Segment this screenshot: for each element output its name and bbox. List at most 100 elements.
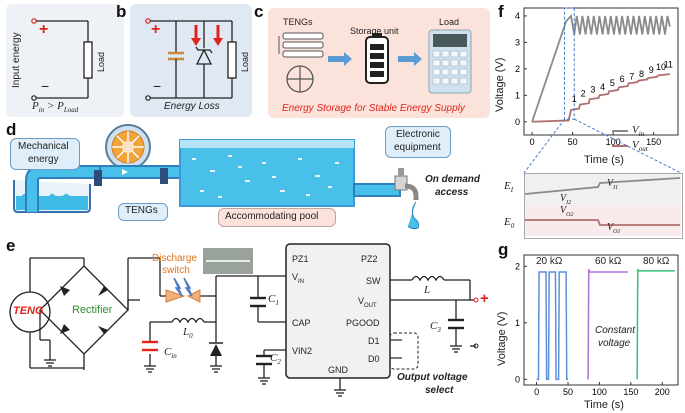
x-tick-label: 100: [592, 387, 607, 397]
zoom-box: [564, 7, 575, 120]
cin-label: Cin: [164, 346, 177, 361]
mechanical-label-line2: energy: [28, 154, 59, 165]
legend-vout: Vout: [632, 139, 648, 154]
panel-d-tengs-label: TENGs: [125, 205, 158, 216]
tengs-box: [118, 203, 168, 221]
mechanical-energy-box: [10, 138, 80, 170]
step-label: 11: [664, 60, 673, 70]
power-inequality: Pin > PLoad: [32, 100, 79, 115]
pin-pz1: PZ1: [292, 254, 309, 264]
c1-label: C1: [268, 293, 279, 308]
legend-vin: Vin: [632, 124, 645, 139]
step-label: 6: [620, 74, 625, 84]
series-line-3: [636, 268, 675, 380]
energy-storage-caption: Energy Storage for Stable Energy Supply: [282, 103, 465, 114]
step-label: 2: [581, 89, 586, 99]
y-tick-label: 0: [515, 374, 520, 384]
step-label: 1: [572, 94, 577, 104]
y-tick-label: 0: [515, 117, 520, 127]
pin-sw: SW: [366, 276, 381, 286]
constant-voltage-line1: Constant: [595, 325, 636, 336]
annotation-80k: 80 kΩ: [643, 256, 670, 267]
pin-d1: D1: [368, 336, 380, 346]
electronic-label-line1: Electronic: [396, 129, 440, 140]
inset-vi2: VI2: [560, 193, 572, 206]
constant-voltage-line2: voltage: [598, 338, 631, 349]
zoom-connector-left: [523, 118, 565, 174]
step-label: 9: [649, 65, 654, 75]
x-tick-label: 0: [530, 137, 535, 147]
pin-vin: VIN: [292, 272, 305, 285]
inset-vo2: VO2: [560, 205, 574, 218]
pin-d0: D0: [368, 354, 380, 364]
c3-label: C3: [430, 320, 441, 335]
panel-d-letter: d: [6, 120, 17, 139]
demand-label-line2: access: [435, 187, 469, 198]
x-tick-label: 0: [534, 387, 539, 397]
panel-g-ylabel: Voltage (V): [496, 311, 508, 366]
panel-e-plus: +: [480, 290, 489, 307]
pin-pz2: PZ2: [361, 254, 378, 264]
l0-label: L0: [183, 326, 193, 341]
x-tick-label: 150: [623, 387, 638, 397]
step-label: 4: [600, 82, 605, 92]
step-label: 7: [629, 71, 634, 81]
pool-box: [218, 208, 336, 227]
y-tick-label: 1: [515, 90, 520, 100]
storage-unit-label: Storage unit: [350, 26, 399, 36]
pin-cap: CAP: [292, 318, 311, 328]
rectifier-label: Rectifier: [72, 304, 113, 316]
panel-g-xlabel: Time (s): [584, 399, 624, 411]
inset-vi1: VI1: [607, 178, 619, 191]
electronic-equipment-box: [385, 126, 451, 158]
l-label: L: [424, 284, 431, 296]
y-tick-label: 1: [515, 318, 520, 328]
inset-e0-label: E0: [504, 216, 515, 231]
panel-b-letter: b: [116, 2, 127, 21]
panel-g-letter: g: [498, 240, 509, 259]
panel-c-tengs-label: TENGs: [283, 17, 313, 27]
c2-label: C2: [270, 352, 281, 367]
step-label: 8: [639, 69, 644, 79]
series-line-1: [531, 13, 671, 123]
energy-loss-caption: Energy Loss: [164, 101, 220, 112]
panel-b-minus: −: [153, 78, 162, 94]
y-tick-label: 4: [515, 11, 520, 21]
teng-label: TENG: [13, 305, 44, 317]
plot-frame: [523, 7, 679, 136]
output-select-line2: select: [425, 385, 454, 396]
x-tick-label: 200: [655, 387, 670, 397]
y-tick-label: 3: [515, 37, 520, 47]
annotation-60k: 60 kΩ: [595, 256, 622, 267]
panel-a-load-label: Load: [96, 51, 106, 72]
panel-f-xlabel: Time (s): [584, 154, 624, 166]
series-line-2: [532, 73, 670, 123]
mechanical-label-line1: Mechanical: [18, 141, 69, 152]
series-line-1: [536, 271, 568, 381]
x-tick-label: 150: [646, 137, 661, 147]
step-label: 3: [590, 85, 595, 95]
y-tick-label: 2: [515, 261, 520, 271]
pool-label: Accommodating pool: [225, 211, 319, 222]
pin-gnd: GND: [328, 365, 348, 375]
x-tick-label: 100: [606, 137, 621, 147]
panel-f-letter: f: [498, 2, 504, 21]
step-label: 5: [610, 78, 615, 88]
panel-c-load-label: Load: [439, 17, 460, 27]
pin-vin2: VIN2: [292, 346, 313, 356]
output-select-line1: Output voltage: [397, 372, 468, 383]
panel-f-inset: [524, 173, 683, 239]
panel-c-letter: c: [254, 2, 264, 21]
panel-e-letter: e: [6, 236, 16, 255]
step-label: 10: [656, 62, 666, 72]
panel-b-plus: +: [151, 21, 161, 38]
discharge-switch-label-line1: Discharge: [152, 253, 198, 264]
input-energy-label: Input energy: [11, 32, 22, 88]
discharge-switch-label-line2: switch: [162, 265, 190, 276]
plot-frame: [523, 254, 679, 386]
panel-a-plus: +: [39, 21, 49, 38]
annotation-20k: 20 kΩ: [536, 256, 563, 267]
electronic-label-line2: equipment: [394, 142, 441, 153]
inset-vo1: VO1: [607, 222, 621, 235]
x-tick-label: 50: [568, 137, 578, 147]
